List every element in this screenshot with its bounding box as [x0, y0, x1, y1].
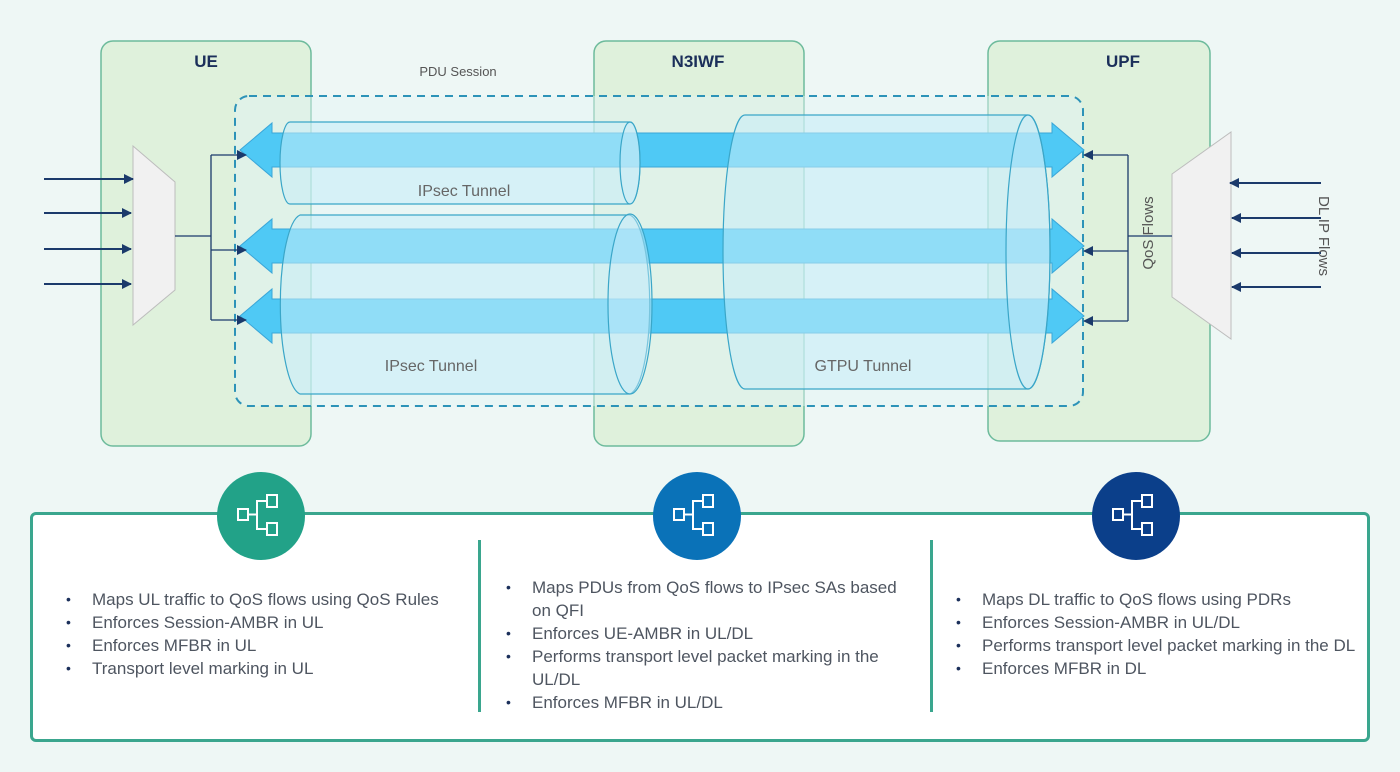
dl-ip-flows-label: DL IP Flows: [1315, 196, 1332, 276]
ipsec-tunnel-bottom-label: IPsec Tunnel: [385, 358, 478, 375]
gtpu-tunnel: [722, 114, 1051, 390]
ipsec-tunnel-bottom: [279, 213, 653, 395]
list-item: Maps DL traffic to QoS flows using PDRs: [956, 588, 1356, 611]
list-item: Enforces UE-AMBR in UL/DL: [506, 622, 906, 645]
list-item: Maps PDUs from QoS flows to IPsec SAs ba…: [506, 576, 906, 622]
ue-qos-connectors: [175, 150, 247, 325]
list-item: Enforces Session-AMBR in UL: [66, 611, 466, 634]
list-item: Enforces MFBR in UL: [66, 634, 466, 657]
upf-dl-input-arrows: [1229, 178, 1321, 292]
n3iwf-function-badge: [653, 472, 741, 560]
upf-classifier: [1171, 131, 1232, 340]
list-item: Performs transport level packet marking …: [506, 645, 906, 691]
ipsec-tunnel-top-label: IPsec Tunnel: [418, 183, 511, 200]
upf-qos-connectors: [1083, 150, 1172, 326]
panel-divider-2: [930, 540, 933, 712]
ue-ul-input-arrows: [44, 174, 134, 289]
ue-title: UE: [194, 52, 218, 71]
gtpu-tunnel-label: GTPU Tunnel: [815, 358, 912, 375]
n3iwf-function-list: Maps PDUs from QoS flows to IPsec SAs ba…: [506, 576, 906, 714]
ue-classifier: [132, 144, 176, 327]
upf-title: UPF: [1106, 52, 1140, 71]
list-item: Maps UL traffic to QoS flows using QoS R…: [66, 588, 466, 611]
list-item: Enforces MFBR in UL/DL: [506, 691, 906, 714]
list-item: Enforces Session-AMBR in UL/DL: [956, 611, 1356, 634]
ue-function-badge: [217, 472, 305, 560]
upf-function-list: Maps DL traffic to QoS flows using PDRs …: [956, 588, 1356, 680]
network-hierarchy-icon: [237, 494, 278, 536]
n3iwf-title: N3IWF: [672, 52, 725, 71]
list-item: Transport level marking in UL: [66, 657, 466, 680]
ipsec-tunnel-top: [279, 121, 641, 205]
network-hierarchy-icon: [1112, 494, 1153, 536]
list-item: Performs transport level packet marking …: [956, 634, 1356, 657]
panel-divider-1: [478, 540, 481, 712]
ue-function-list: Maps UL traffic to QoS flows using QoS R…: [66, 588, 466, 680]
list-item: Enforces MFBR in DL: [956, 657, 1356, 680]
qos-architecture-diagram: UE N3IWF UPF PDU Session IPsec Tunnel IP…: [44, 40, 1332, 447]
qos-flows-label: QoS Flows: [1140, 196, 1157, 269]
upf-function-badge: [1092, 472, 1180, 560]
network-hierarchy-icon: [673, 494, 714, 536]
pdu-session-label: PDU Session: [419, 64, 496, 79]
